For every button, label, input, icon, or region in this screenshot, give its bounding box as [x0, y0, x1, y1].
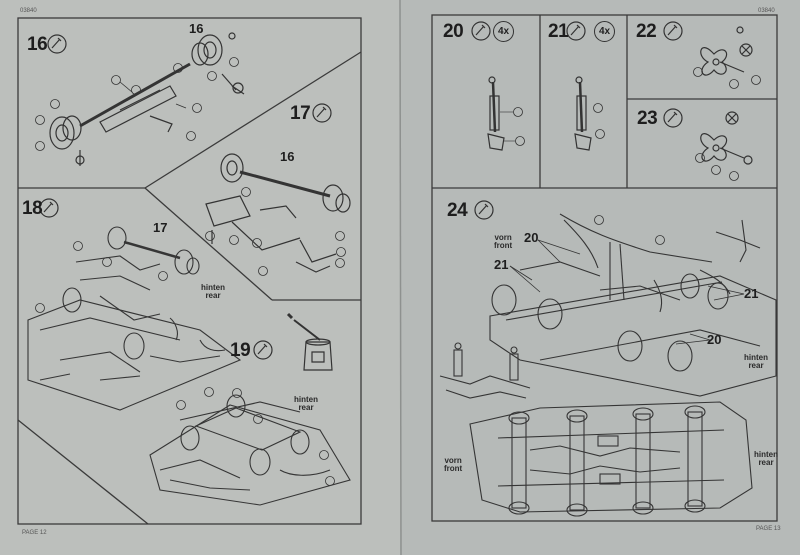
step-18-rear-label: hinten rear	[201, 283, 225, 301]
step16-axle-drawing	[35, 32, 245, 166]
step-16-number: 16	[27, 34, 48, 55]
step-24-callout-20-bottom: 20	[707, 332, 722, 347]
step-18-callout: 17	[153, 220, 168, 235]
step-24-bottom-front-label: vorn front	[444, 456, 463, 474]
step-24-front-label: vorn front	[494, 233, 513, 251]
step24-bottom-view	[469, 401, 753, 517]
step-16-callout: 16	[189, 21, 204, 36]
glue-icon-24	[474, 200, 494, 220]
step-24-rear-label: hinten rear	[744, 353, 768, 371]
glue-icon-17	[312, 103, 332, 123]
step19-chassis-drawing	[149, 387, 351, 506]
glue-icon-23	[663, 108, 683, 128]
step-24-callout-21-left: 21	[494, 257, 509, 272]
step-22-number: 22	[636, 21, 657, 42]
step-19-rear-label: hinten rear	[294, 395, 318, 413]
glue-icon-19	[253, 340, 273, 360]
left-page	[0, 0, 400, 555]
step-24-callout-21-right: 21	[744, 286, 759, 301]
right-frame	[431, 14, 778, 522]
glue-icon-18	[39, 198, 59, 218]
step19-glue-pot	[286, 312, 333, 371]
left-page-number: PAGE 12	[22, 530, 47, 536]
step20-shock-drawing	[487, 76, 525, 151]
glue-icon-21	[566, 21, 586, 41]
step23-propeller-drawing	[695, 111, 753, 181]
center-fold	[399, 0, 402, 555]
step-23-number: 23	[637, 108, 658, 129]
step24-detail-drawing	[439, 342, 531, 399]
step-24-callout-20-top: 20	[524, 230, 539, 245]
right-page-number: PAGE 13	[756, 526, 781, 532]
glue-icon-22	[663, 21, 683, 41]
left-frame	[17, 17, 362, 525]
right-page	[400, 0, 800, 555]
step-21-quantity-badge: 4x	[594, 21, 615, 42]
step18-chassis-drawing	[27, 226, 242, 411]
step22-propeller-drawing	[693, 26, 761, 89]
step21-shock-drawing	[574, 76, 605, 151]
step17-axle-drawing	[205, 153, 351, 276]
step-21-number: 21	[548, 21, 569, 42]
step-18-number: 18	[22, 198, 43, 219]
step24-chassis-drawing	[489, 213, 777, 397]
right-header-code: 03840	[758, 8, 775, 14]
step24-leaders	[509, 239, 745, 345]
step-17-number: 17	[290, 103, 311, 124]
step-24-bottom-rear-label: hinten rear	[754, 450, 778, 468]
step-24-number: 24	[447, 200, 468, 221]
step-17-callout: 16	[280, 149, 295, 164]
step-20-quantity-badge: 4x	[493, 21, 514, 42]
glue-icon-16	[47, 34, 67, 54]
left-header-code: 03840	[20, 8, 37, 14]
step-19-number: 19	[230, 340, 251, 361]
glue-icon-20	[471, 21, 491, 41]
step-20-number: 20	[443, 21, 464, 42]
